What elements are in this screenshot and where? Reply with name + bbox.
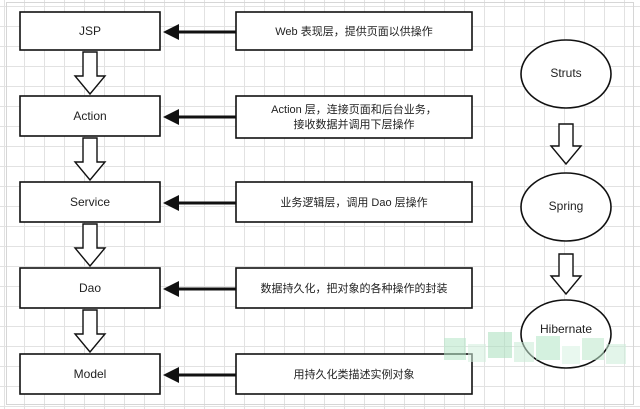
layer-label-jsp: JSP <box>79 24 101 38</box>
layer-label-dao: Dao <box>79 281 101 295</box>
framework-label-spring: Spring <box>549 199 584 213</box>
note-box-model: 用持久化类描述实例对象 <box>235 353 473 395</box>
note-text-jsp: Web 表现层，提供页面以供操作 <box>275 24 432 38</box>
layer-label-model: Model <box>74 367 107 381</box>
left-arrow-icon <box>163 109 236 125</box>
note-text-dao: 数据持久化，把对象的各种操作的封装 <box>261 281 448 295</box>
down-arrow-icon <box>549 123 583 166</box>
layer-box-service: Service <box>19 181 161 223</box>
layer-label-action: Action <box>73 109 106 123</box>
left-arrow-icon <box>163 24 236 40</box>
note-box-dao: 数据持久化，把对象的各种操作的封装 <box>235 267 473 309</box>
watermark-blur <box>444 332 626 364</box>
note-text-action-line2: 接收数据并调用下层操作 <box>294 117 415 131</box>
note-box-service: 业务逻辑层，调用 Dao 层操作 <box>235 181 473 223</box>
note-text-model: 用持久化类描述实例对象 <box>294 367 415 381</box>
layer-box-dao: Dao <box>19 267 161 309</box>
down-arrow-icon <box>549 253 583 296</box>
down-arrow-icon <box>73 137 107 182</box>
left-arrow-icon <box>163 367 236 383</box>
note-box-action: Action 层，连接页面和后台业务， 接收数据并调用下层操作 <box>235 95 473 139</box>
layer-box-model: Model <box>19 353 161 395</box>
down-arrow-icon <box>73 51 107 96</box>
left-arrow-icon <box>163 281 236 297</box>
layer-label-service: Service <box>70 195 110 209</box>
down-arrow-icon <box>73 309 107 354</box>
framework-label-hibernate: Hibernate <box>540 322 592 336</box>
left-arrow-icon <box>163 195 236 211</box>
framework-struts: Struts <box>520 39 612 109</box>
note-text-action-line1: Action 层，连接页面和后台业务， <box>271 102 437 116</box>
down-arrow-icon <box>73 223 107 268</box>
layer-box-action: Action <box>19 95 161 137</box>
note-box-jsp: Web 表现层，提供页面以供操作 <box>235 11 473 51</box>
framework-spring: Spring <box>520 172 612 242</box>
framework-label-struts: Struts <box>550 66 581 80</box>
note-text-service: 业务逻辑层，调用 Dao 层操作 <box>280 195 427 209</box>
layer-box-jsp: JSP <box>19 11 161 51</box>
